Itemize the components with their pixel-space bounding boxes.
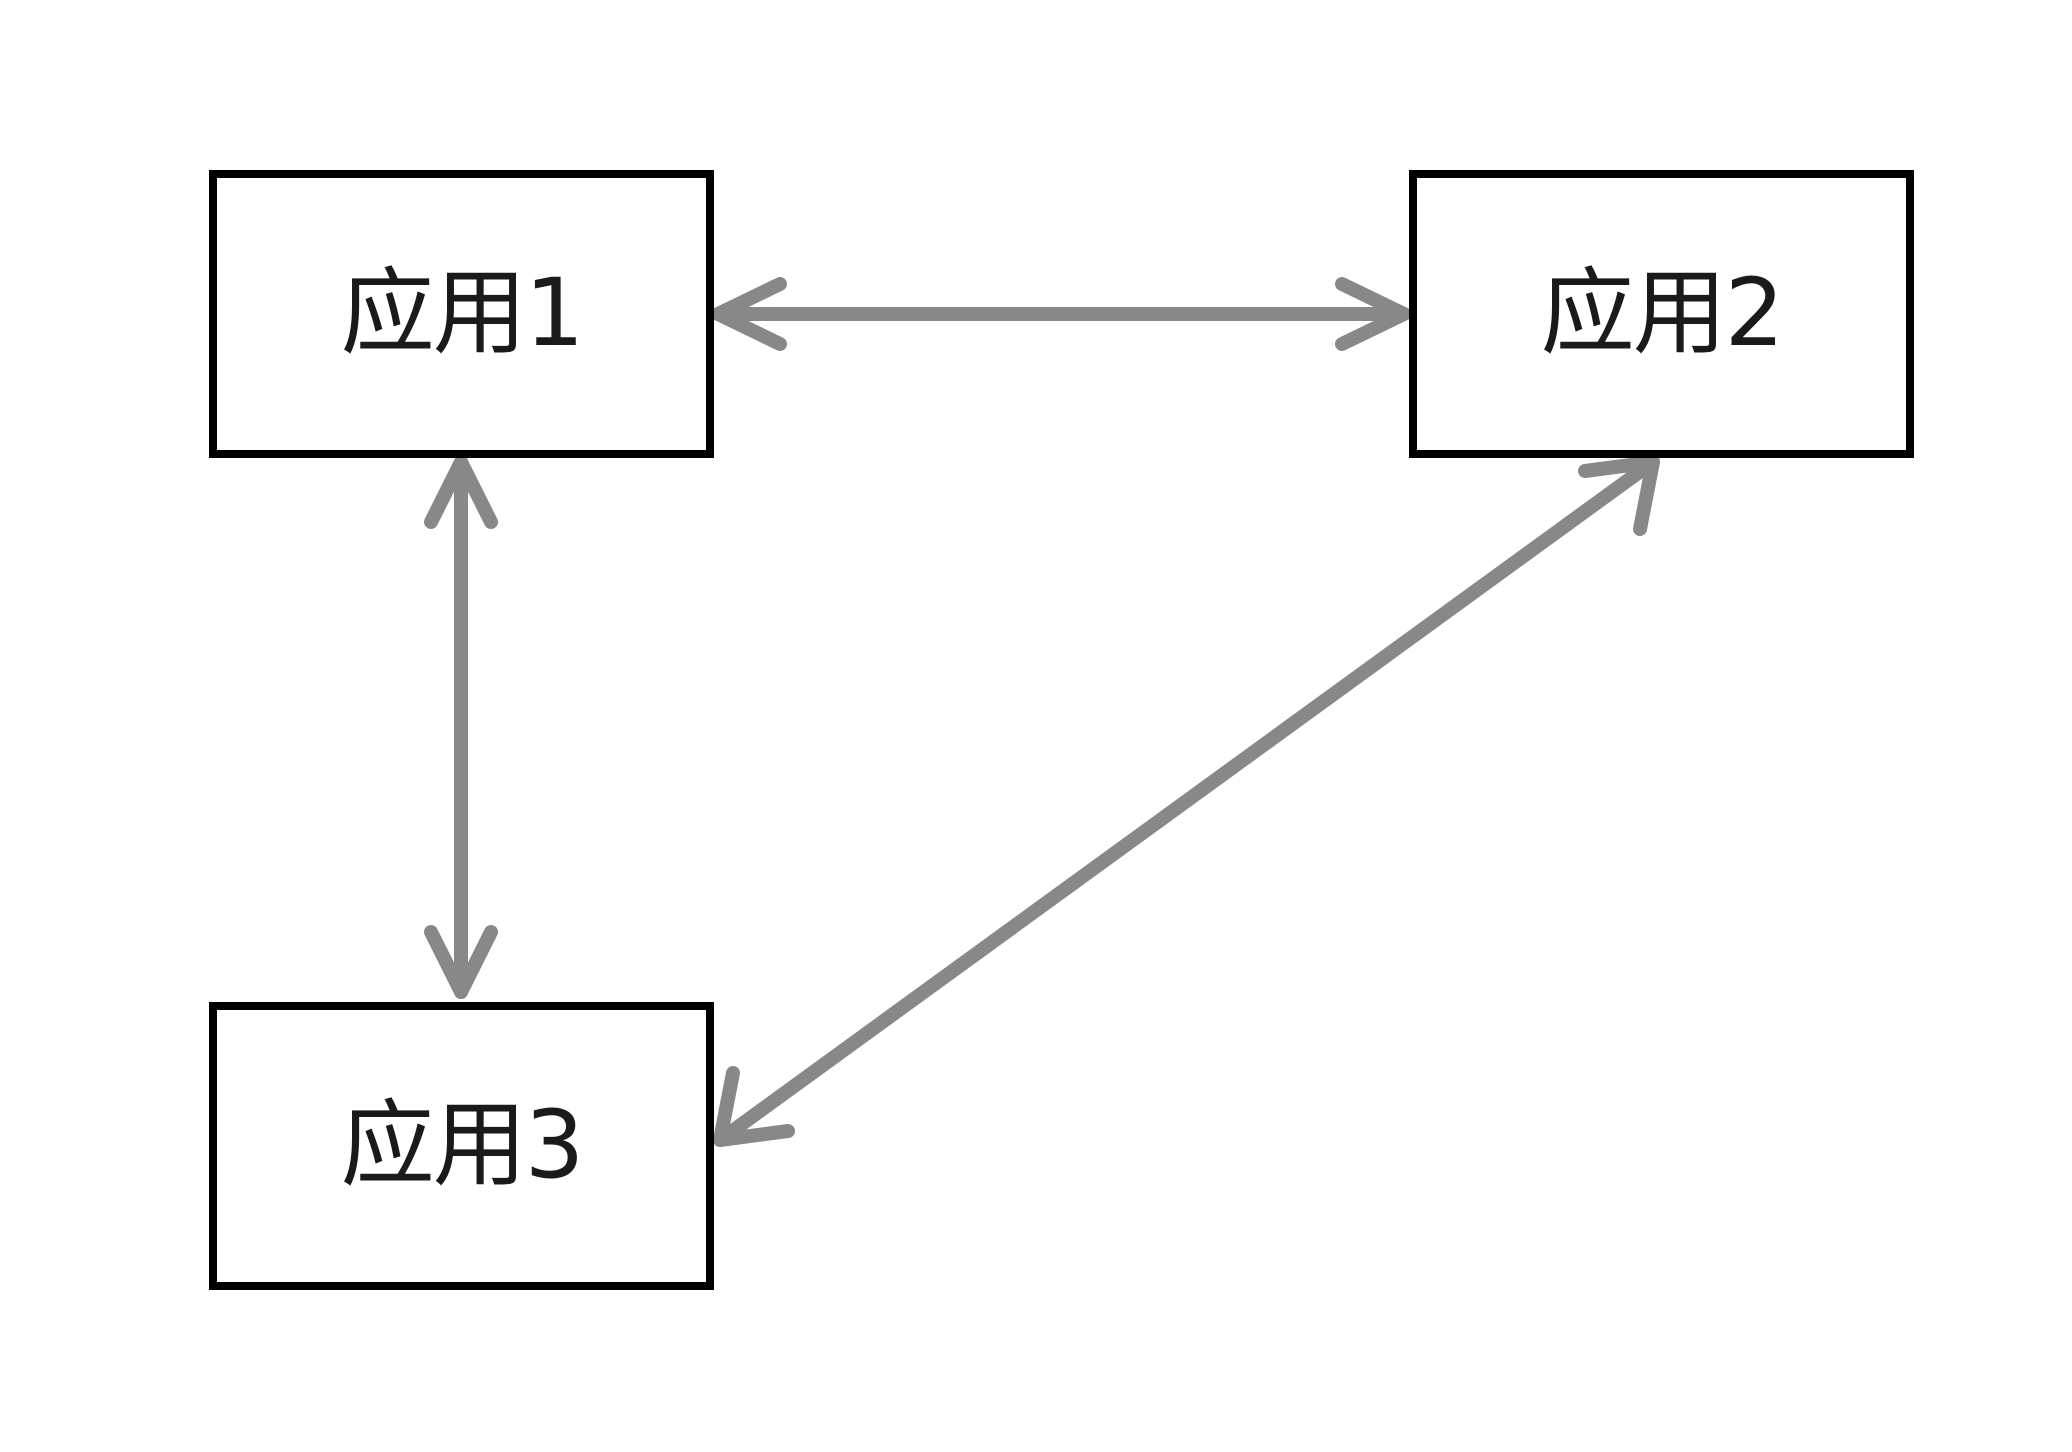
arrowhead-app1-end [424, 455, 498, 529]
arrow-shaft [713, 455, 1660, 1147]
node-app1: 应用1 [209, 170, 714, 458]
node-label: 应用2 [1540, 259, 1785, 368]
node-app2: 应用2 [1409, 170, 1914, 458]
node-label: 应用3 [340, 1091, 585, 1200]
arrowhead-app1-end [711, 277, 787, 351]
arrowhead-app3-end [424, 925, 498, 999]
node-label: 应用1 [340, 259, 585, 368]
arrowhead-app3-end [713, 1066, 795, 1147]
node-app3: 应用3 [209, 1002, 714, 1290]
arrowhead-app2-end [1335, 277, 1411, 351]
arrow-app1-app3 [424, 455, 498, 999]
arrowhead-app2-end [1578, 455, 1660, 536]
arrow-app1-app2 [711, 277, 1411, 351]
arrow-app2-app3 [713, 455, 1660, 1147]
